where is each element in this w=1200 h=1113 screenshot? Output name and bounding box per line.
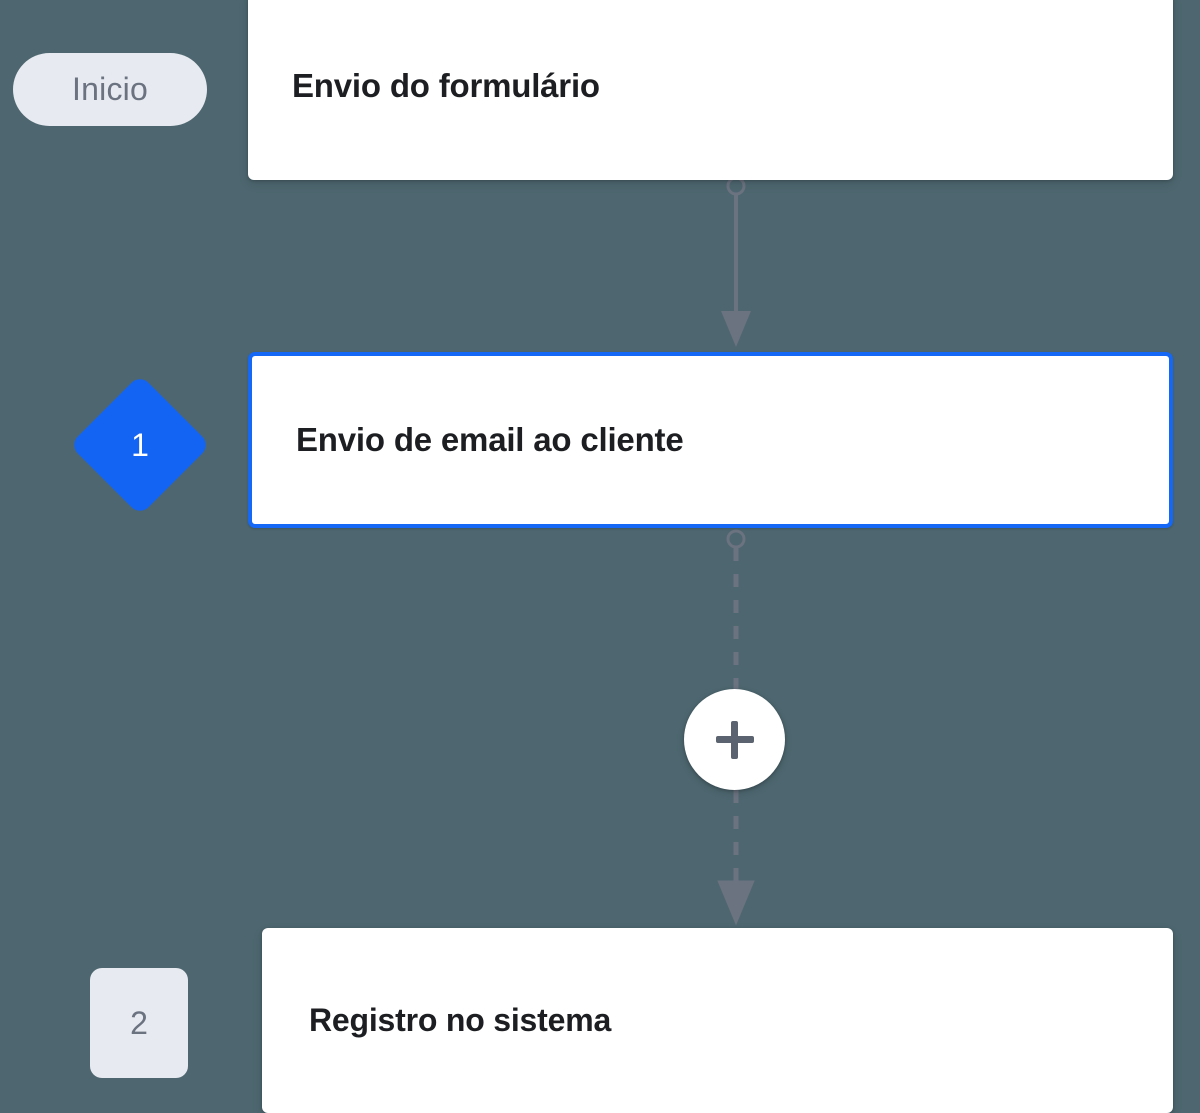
node-card-registro[interactable]: Registro no sistema bbox=[262, 928, 1173, 1113]
node-badge-email-label: 1 bbox=[131, 426, 149, 463]
plus-icon bbox=[715, 720, 754, 759]
node-badge-email-label-wrap: 1 bbox=[90, 395, 190, 495]
connector-source-dot bbox=[726, 529, 746, 549]
node-card-start[interactable]: Envio do formulário bbox=[248, 0, 1173, 180]
node-card-email-title: Envio de email ao cliente bbox=[296, 421, 684, 458]
node-badge-start[interactable]: Inicio bbox=[13, 53, 207, 126]
connector-source-dot bbox=[726, 176, 746, 196]
connector-email-to-registro[interactable] bbox=[717, 529, 755, 926]
node-badge-registro[interactable]: 2 bbox=[90, 968, 188, 1078]
node-badge-registro-label: 2 bbox=[130, 1004, 148, 1041]
node-card-registro-title: Registro no sistema bbox=[309, 1002, 612, 1038]
node-card-email[interactable]: Envio de email ao cliente bbox=[248, 352, 1173, 528]
add-step-button[interactable] bbox=[684, 689, 785, 790]
node-badge-start-label: Inicio bbox=[72, 71, 148, 107]
connector-start-to-email[interactable] bbox=[721, 176, 751, 347]
node-card-start-title: Envio do formulário bbox=[292, 67, 600, 104]
